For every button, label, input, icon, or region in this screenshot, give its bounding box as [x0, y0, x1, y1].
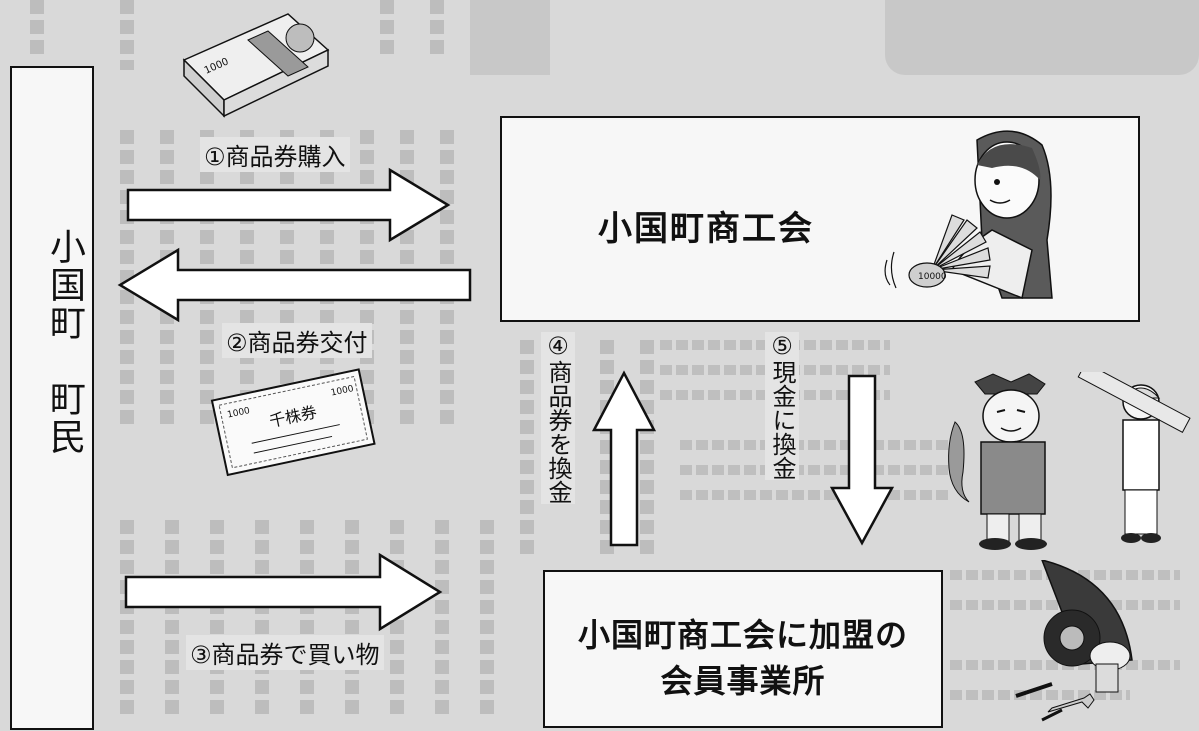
shop-arrow: [124, 552, 443, 632]
step-shop-with-vouchers-label: ③商品券で買い物: [186, 635, 384, 670]
merchants-icon: [948, 372, 1191, 550]
cash-arrow: [829, 374, 895, 546]
woman-with-bills-icon: 10000: [884, 130, 1053, 300]
member-businesses-box: 小国町商工会に加盟の 会員事業所: [543, 570, 943, 728]
voucher-ticket-icon: 1000 1000 千株券: [210, 368, 376, 477]
mechanic-icon: [1015, 560, 1133, 722]
member-businesses-line1: 小国町商工会に加盟の: [577, 616, 908, 654]
member-businesses-label: 小国町商工会に加盟の 会員事業所: [545, 612, 941, 704]
buy-arrow: [126, 167, 451, 243]
townspeople-label: 小国町 町民: [44, 228, 85, 456]
chamber-of-commerce-label: 小国町商工会: [598, 209, 814, 249]
svg-text:1000: 1000: [226, 406, 251, 421]
step-convert-to-cash-label: ⑤現金に換金: [765, 332, 799, 480]
step-issue-vouchers-label: ②商品券交付: [222, 323, 372, 358]
svg-text:10000: 10000: [918, 272, 947, 282]
redeem-arrow: [591, 370, 657, 547]
chamber-of-commerce-box: 小国町商工会 10000: [500, 116, 1140, 322]
svg-text:1000: 1000: [330, 384, 355, 399]
step-buy-vouchers-label: ①商品券購入: [200, 137, 350, 172]
money-bundle-icon: 1000: [182, 13, 330, 118]
issue-arrow: [117, 247, 472, 323]
townspeople-box: 小国町 町民: [10, 66, 94, 730]
step-redeem-vouchers-label: ④商品券を換金: [541, 332, 575, 504]
member-businesses-line2: 会員事業所: [660, 662, 826, 700]
